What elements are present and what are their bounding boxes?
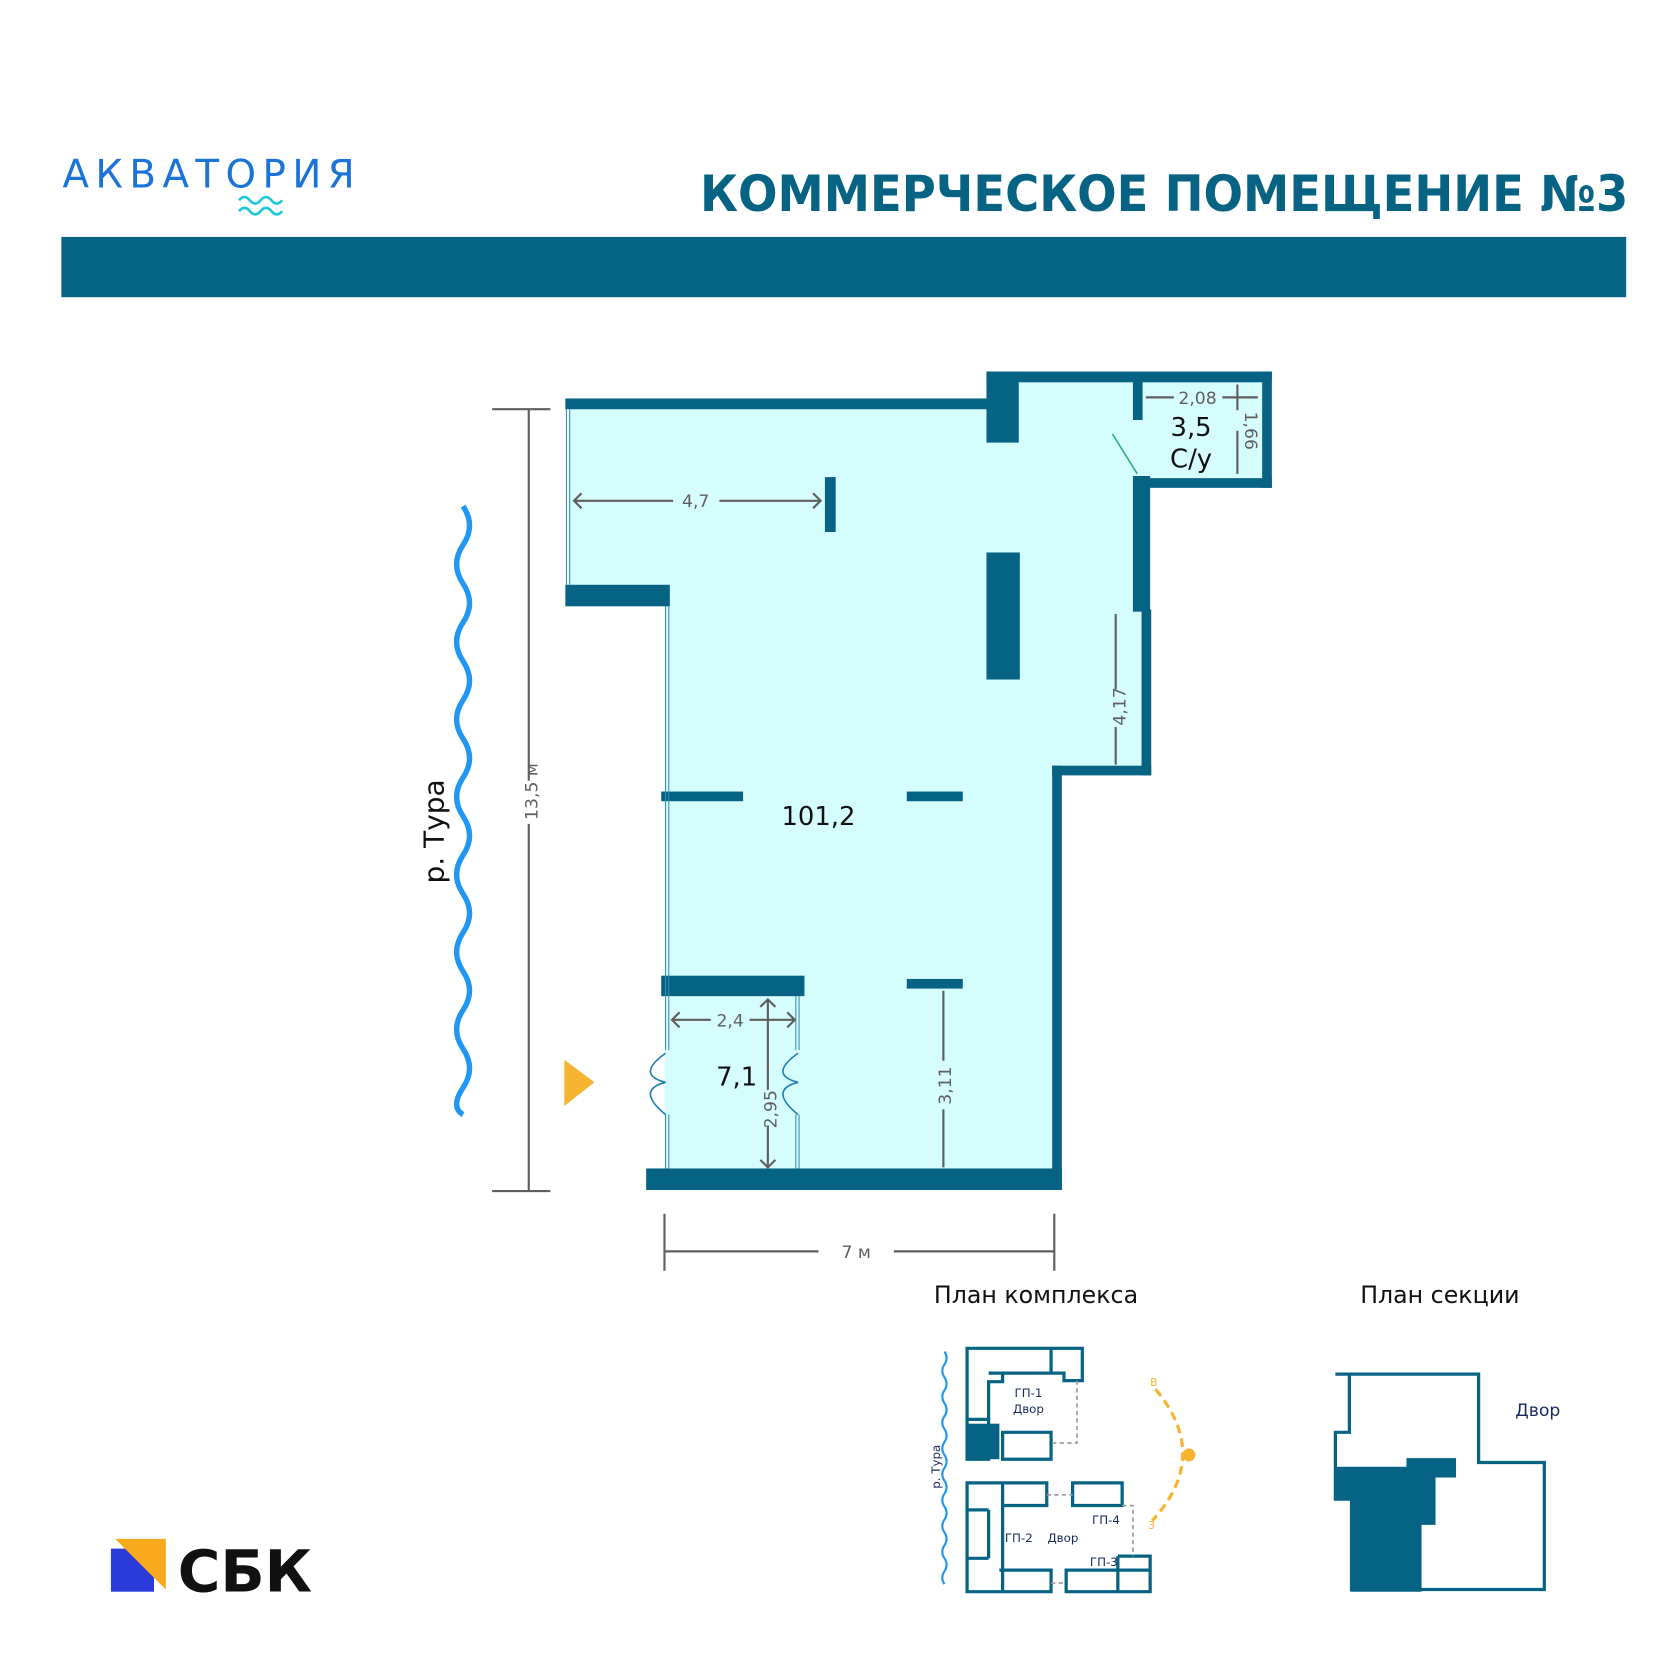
svg-text:4,7: 4,7 [682,492,709,512]
svg-text:Двор: Двор [1515,1401,1560,1421]
complex-plan-title: План комплекса [934,1281,1138,1309]
walls [565,371,1272,1190]
floor-area [568,379,1266,1172]
svg-text:1,66: 1,66 [1240,412,1260,450]
river-wave-icon [453,504,473,1117]
sbk-logo: СБК [110,1538,313,1606]
svg-text:4,17: 4,17 [1110,687,1130,725]
svg-text:СБК: СБК [178,1538,313,1606]
svg-text:ГП-2: ГП-2 [1005,1531,1033,1545]
svg-text:3,11: 3,11 [936,1066,956,1104]
akvatoriya-logo: АКВАТОРИЯ [62,152,361,216]
svg-text:В: В [1150,1376,1157,1389]
svg-text:АКВАТОРИЯ: АКВАТОРИЯ [62,152,361,197]
svg-text:2,95: 2,95 [761,1090,781,1128]
svg-text:ГП-4: ГП-4 [1092,1513,1120,1527]
river-label: р. Тура [418,779,451,883]
section-plan-map: Двор [1333,1372,1560,1592]
svg-text:2,4: 2,4 [716,1011,743,1031]
header-bar [61,236,1627,298]
section-plan-title: План секции [1360,1281,1519,1309]
svg-text:р. Тура: р. Тура [929,1445,943,1489]
svg-text:ГП-3: ГП-3 [1090,1555,1118,1569]
svg-text:2,08: 2,08 [1178,389,1216,409]
svg-text:Двор: Двор [1013,1402,1044,1416]
svg-text:ГП-1: ГП-1 [1015,1386,1043,1400]
page-title: КОММЕРЧЕСКОЕ ПОМЕЩЕНИЕ №3 [700,165,1628,223]
svg-text:13,5 м: 13,5 м [522,763,542,820]
door-swing-icon [1111,433,1138,475]
wc-area: 3,5 [1171,413,1212,443]
wc-label: С/у [1170,444,1212,474]
svg-text:З: З [1148,1519,1155,1532]
entrance-arrow-icon [564,1059,595,1106]
complex-plan-map: р. Тура ГП-1 Двор ГП-2 Двор ГП-4 ГП-3 В … [929,1346,1196,1594]
vestibule-area: 7,1 [716,1063,757,1093]
svg-text:7 м: 7 м [841,1243,870,1263]
svg-text:Двор: Двор [1047,1531,1078,1545]
dimensions: 4,7 2,08 1,66 4,17 2,4 2,95 3,11 13,5 м … [492,384,1260,1271]
waves-icon [238,195,284,216]
main-room-area: 101,2 [781,802,855,832]
sun-icon [1182,1448,1196,1462]
door-icon [649,1052,799,1116]
